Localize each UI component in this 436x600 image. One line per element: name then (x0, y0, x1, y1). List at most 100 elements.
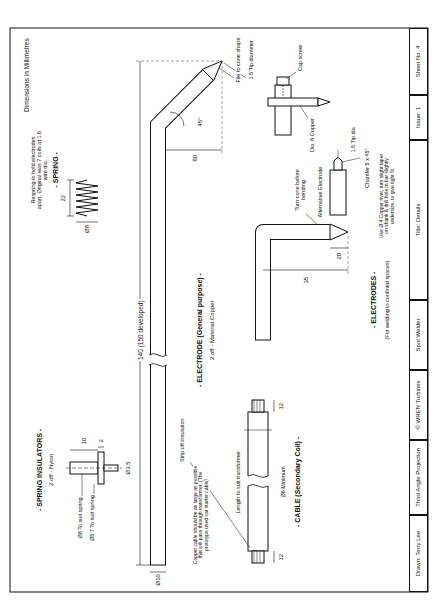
drawing-stroke (149, 354, 167, 367)
drawing-stroke (98, 447, 104, 448)
drawing-label: - CABLE (Secondary Coil) - (294, 436, 302, 528)
drawing-label: Strip off insulation (179, 417, 185, 463)
drawing-label: - ELECTRODE (General purpose) - (196, 272, 204, 388)
drawing-label: 2 (98, 438, 105, 443)
title-block-text: Drawn: Terry Lee (415, 531, 422, 577)
drawing-label: (For welding in confined spaces) (384, 259, 390, 340)
drawing-stroke (244, 430, 272, 431)
drawing-stroke (219, 68, 234, 78)
drawing-label: 20 (336, 252, 343, 261)
drawing-label: Dia. 6 Copper (309, 117, 315, 153)
cap-screw-electrode-drawing (268, 72, 330, 135)
drawing-stroke (202, 61, 222, 81)
drawing-stroke (263, 232, 331, 341)
drawing-stroke (67, 216, 74, 217)
drawing-stroke (70, 180, 71, 216)
spring-insulator-drawing (66, 447, 122, 500)
title-block-text: © WREN Turbines (415, 380, 422, 429)
drawing-stroke (268, 98, 318, 106)
title-block-text: Sheet No. 4 (415, 46, 422, 78)
drawing-stroke (66, 468, 122, 469)
drawing-stroke (274, 551, 275, 563)
title-block-cell: Sheet No. 4 (409, 28, 428, 95)
drawing-label: Ø5.7 To suit spring (89, 494, 95, 542)
drawing-label: Ø3.5 (125, 460, 132, 475)
sheet-border (10, 28, 428, 592)
drawing-label: Respring to hold electrodes apart. Origi… (30, 129, 49, 211)
drawing-stroke (274, 400, 275, 412)
drawing-stroke (263, 232, 330, 340)
spring-drawing (67, 180, 98, 222)
bent-electrode-drawing (255, 214, 348, 341)
drawing-label: Ø6 Minimum (280, 465, 286, 498)
drawing-stroke (334, 158, 342, 170)
title-block-cell: Spot Welder (409, 300, 428, 370)
drawing-label: - ELECTRODES - (370, 271, 378, 329)
drawing-stroke (318, 98, 330, 106)
drawing-label: Use Ø 4 Copper rivet, turn slight taper … (379, 150, 396, 242)
drawing-stroke (222, 61, 223, 153)
drawing-stroke (286, 72, 296, 79)
drawing-label: Alternative Electrode (317, 166, 323, 219)
drawing-stroke (263, 270, 348, 271)
drawing-label: 45° (197, 116, 204, 127)
drawing-label: Length to suit transformer (235, 450, 241, 515)
drawing-stroke (136, 61, 222, 62)
drawing-stroke (150, 565, 166, 566)
drawing-label: 1.5 Tip diameter (248, 39, 254, 80)
drawing-stroke (170, 112, 184, 126)
drawing-stroke (338, 150, 339, 158)
drawing-label: Dimensions in Millimetres (23, 37, 30, 113)
drawing-label: 1.5 Tip dia (350, 126, 356, 153)
drawing-label: Turn cone before bending (294, 165, 307, 215)
drawing-label: 12 (278, 553, 285, 562)
drawing-label: Ø8 To suit spring (77, 496, 83, 539)
title-block-cell: Issue: 1 (409, 95, 428, 140)
title-block-cell: © WREN Turbines (409, 370, 428, 440)
drawing-label: Ø10 (155, 573, 162, 586)
drawing-stroke (67, 180, 74, 181)
drawing-stroke (275, 85, 291, 135)
drawing-stroke (255, 340, 271, 341)
title-block-text: Spot Welder (415, 319, 422, 352)
title-block-text: Third Angle Projection (415, 448, 422, 507)
rivet-electrode-drawing (330, 150, 360, 215)
title-block-cell: Drawn: Terry Lee (409, 515, 428, 592)
drawing-label: Cap screw (297, 44, 303, 72)
drawing-label: 22 (60, 194, 67, 203)
drawing-label: - SPRING - (52, 151, 60, 188)
drawing-stroke (248, 475, 268, 488)
drawing-stroke (330, 170, 346, 215)
title-block-cell: Title: Details (409, 140, 428, 300)
drawing-label: Chamfer 5 x 45° (364, 147, 370, 189)
drawing-label: - SPRING INSULATORS - (36, 428, 44, 512)
drawing-label: 80 (192, 154, 199, 163)
drawing-label: Copper cable should be as large as possi… (193, 464, 210, 566)
drawing-label: 12 (278, 402, 285, 411)
drawing-stroke (300, 106, 308, 118)
title-block-text: Title: Details (415, 204, 422, 237)
drawing-stroke (283, 85, 284, 98)
drawing-label: 140 (150 developed) (137, 299, 144, 361)
drawing-label: File to cone shape (235, 37, 241, 84)
drawing-label: 2 off - Material Copper (209, 299, 216, 361)
drawing-stroke (246, 476, 270, 486)
drawing-stroke (342, 158, 360, 162)
drawing-stroke (147, 355, 169, 365)
drawing-label: 2 off - Nylon (48, 453, 55, 487)
title-block-text: Issue: 1 (415, 107, 422, 128)
drawing-stroke (330, 248, 348, 249)
drawing-stroke (76, 222, 98, 223)
drawing-stroke (136, 565, 150, 566)
drawing-label: Ø8 (84, 224, 91, 234)
drawing-label: 10 (81, 437, 88, 446)
title-block-cell: Third Angle Projection (409, 440, 428, 515)
drawing-label: 35 (303, 276, 310, 285)
drawing-stroke (166, 150, 222, 151)
general-electrode-drawing (136, 61, 246, 572)
drawing-stroke (76, 180, 98, 216)
drawing-stroke (348, 236, 349, 274)
drawing-stroke (330, 224, 348, 240)
drawing-stroke (70, 450, 98, 451)
